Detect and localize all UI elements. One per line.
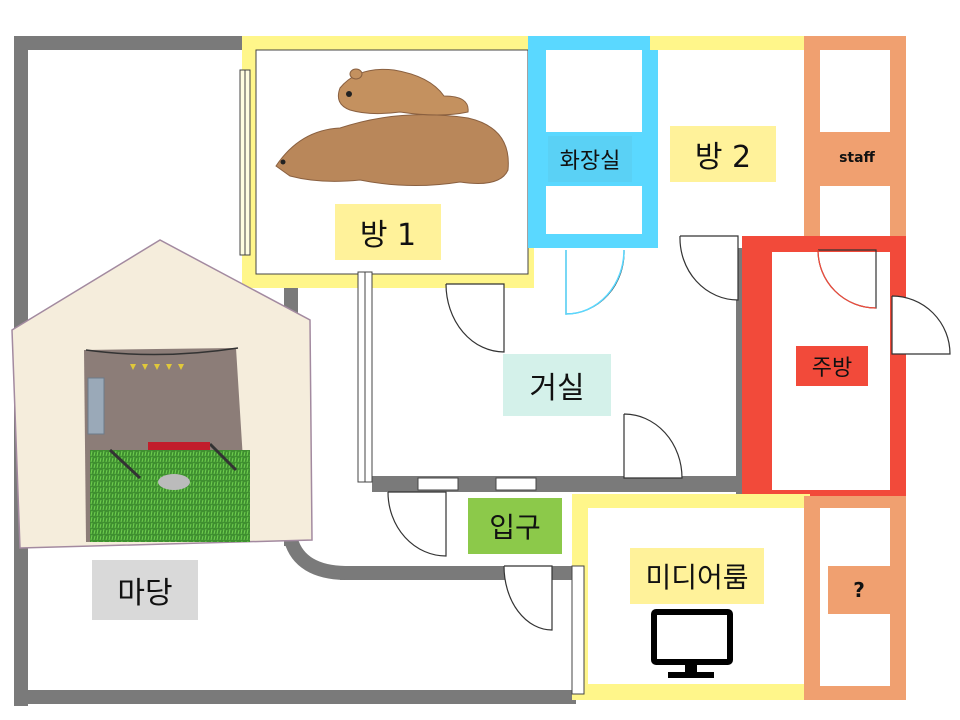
unknown-label: ? xyxy=(828,566,890,614)
curved-wall xyxy=(284,537,346,580)
room2-label: 방 2 xyxy=(670,126,776,182)
living-label: 거실 xyxy=(503,354,611,416)
bath-door-arc xyxy=(565,249,625,315)
kitchen-walls xyxy=(742,236,906,504)
kitchen-label: 주방 xyxy=(796,346,868,386)
yard-label: 마당 xyxy=(92,560,198,620)
bathroom-label: 화장실 xyxy=(548,136,632,182)
entrance-label: 입구 xyxy=(468,498,562,554)
bear-icon xyxy=(275,68,509,187)
staff-label: staff xyxy=(822,140,892,176)
living-walls xyxy=(357,271,373,483)
door-swings xyxy=(387,235,951,631)
window-segments xyxy=(417,477,585,695)
media-label: 미디어룸 xyxy=(630,548,764,604)
kitchen-door-arc xyxy=(817,249,877,309)
room1-label: 방 1 xyxy=(335,204,441,260)
tent-icon xyxy=(11,239,313,549)
monitor-icon xyxy=(651,609,733,678)
